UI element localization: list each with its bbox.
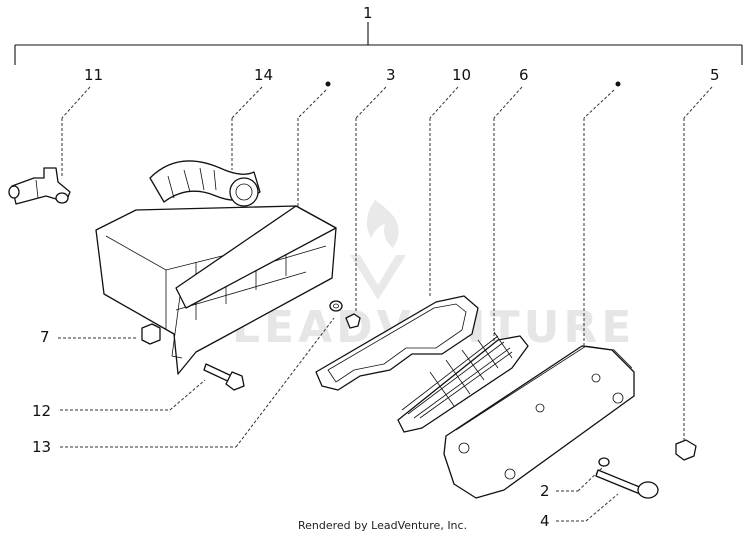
nut-7 xyxy=(141,323,161,345)
callout-11: 11 xyxy=(84,66,103,84)
callout-10: 10 xyxy=(452,66,471,84)
callout-3: 3 xyxy=(386,66,396,84)
assembly-bracket xyxy=(14,22,743,65)
callout-7: 7 xyxy=(40,328,50,346)
callout-6: 6 xyxy=(519,66,529,84)
callout-12: 12 xyxy=(32,402,51,420)
washer-2 xyxy=(598,457,610,467)
plug-5 xyxy=(675,439,697,461)
bolt-4 xyxy=(595,469,659,499)
gasket-10 xyxy=(315,295,479,391)
bolt-12 xyxy=(203,363,245,391)
screw-3 xyxy=(345,313,361,329)
filter-cover xyxy=(443,345,635,499)
callout-2: 2 xyxy=(540,482,550,500)
callout-13: 13 xyxy=(32,438,51,456)
callout-1: 1 xyxy=(363,4,373,22)
washer-13 xyxy=(329,300,343,312)
callout-4: 4 xyxy=(540,512,550,530)
callout-14: 14 xyxy=(254,66,273,84)
filter-element-6 xyxy=(397,331,529,433)
intake-duct-14 xyxy=(149,160,261,207)
marker-dot-housing xyxy=(325,81,331,87)
fitting-11 xyxy=(8,167,71,205)
air-box-housing xyxy=(95,205,337,375)
callout-5: 5 xyxy=(710,66,720,84)
rendered-by-credit: Rendered by LeadVenture, Inc. xyxy=(298,519,467,532)
marker-dot-cover xyxy=(615,81,621,87)
